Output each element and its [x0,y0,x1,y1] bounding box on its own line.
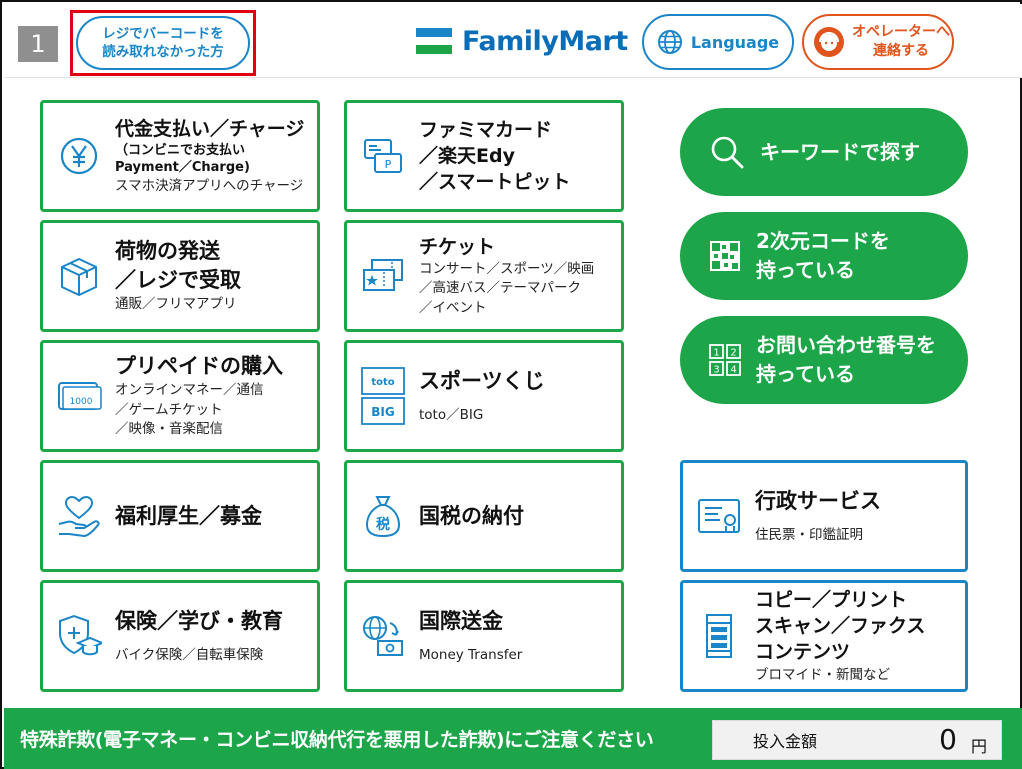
tile-ticket-note3: ／イベント [419,299,487,316]
printer-icon [706,614,732,658]
tile-sports-title: スポーツくじ [419,368,545,393]
tile-copy-line2: スキャン／ファクス [755,615,926,638]
tile-admin-service[interactable]: 行政サービス 住民票・印鑑証明 [680,460,968,572]
tile-international-remittance[interactable]: 国際送金 Money Transfer [344,580,624,692]
svg-text:1000: 1000 [70,397,93,407]
tile-parcel[interactable]: 荷物の発送 ／レジで受取 通販／フリマアプリ [40,220,320,332]
footer-bar: 特殊詐欺(電子マネー・コンビニ収納代行を悪用した詐欺)にご注意ください 投入金額… [4,708,1022,769]
tile-copy-print[interactable]: コピー／プリント スキャン／ファクス コンテンツ ブロマイド・新聞など [680,580,968,692]
tile-welfare-donation[interactable]: 福利厚生／募金 [40,460,320,572]
inserted-amount-box: 投入金額 0 円 [712,720,1002,760]
box-icon [61,257,97,297]
qr-code-icon [710,241,740,271]
number-keys-icon: 1 2 3 4 [709,344,741,376]
tile-ticket[interactable]: チケット コンサート／スポーツ／映画 ／高速バス／テーマパーク ／イベント [344,220,624,332]
logo-text: FamilyMart [462,25,628,57]
shield-graduation-icon [59,614,102,656]
tile-welfare-title: 福利厚生／募金 [115,503,262,528]
header: 1 レジでバーコードを 読み取れなかった方 FamilyMart Languag… [4,4,1022,78]
logo-stripes-icon [416,28,452,55]
tile-famima-line1: ファミマカード [419,118,553,141]
qr-code-line2: 持っている [756,258,855,282]
tax-icon-text: 税 [376,516,390,533]
tile-parcel-line1: 荷物の発送 [115,239,220,264]
keyword-search-label: キーワードで探す [760,139,920,164]
tile-ticket-note2: ／高速バス／テーマパーク [419,280,581,297]
language-button[interactable]: Language [642,14,794,70]
tile-remit-note: Money Transfer [419,646,523,663]
inquiry-line1: お問い合わせ番号を [756,333,936,357]
globe-icon [657,30,682,54]
tile-insurance-education[interactable]: 保険／学び・教育 バイク保険／自転車保険 [40,580,320,692]
language-label: Language [690,32,780,52]
tile-ticket-title: チケット [419,235,496,258]
tile-admin-note: 住民票・印鑑証明 [755,526,863,543]
operator-headset-icon [814,27,844,57]
tile-national-tax[interactable]: 税 国税の納付 [344,460,624,572]
svg-text:3: 3 [713,365,719,376]
svg-text:1: 1 [713,348,719,359]
barcode-help-line2: 読み取れなかった方 [102,44,224,60]
search-icon [711,136,744,169]
ticket-icon [363,259,403,291]
tile-payment-sub2: Payment／Charge) [115,160,250,176]
operator-button[interactable]: オペレーターへ 連絡する [802,14,954,70]
card-icon: P [364,139,402,173]
tile-prepaid[interactable]: 1000 プリペイドの購入 オンラインマネー／通信 ／ゲームチケット ／映像・音… [40,340,320,452]
tile-payment-charge[interactable]: 代金支払い／チャージ （コンビニでお支払い Payment／Charge) スマ… [40,100,320,212]
yen-coin-icon [60,137,98,175]
keyword-search-button[interactable]: キーワードで探す [680,108,968,196]
svg-text:4: 4 [730,365,736,376]
tile-prepaid-note1: オンラインマネー／通信 [115,382,264,399]
barcode-help-button[interactable]: レジでバーコードを 読み取れなかった方 [76,16,250,70]
tile-tax-title: 国税の納付 [419,503,524,528]
tile-payment-title: 代金支払い／チャージ [115,117,305,140]
tile-ticket-note1: コンサート／スポーツ／映画 [419,260,595,277]
tile-payment-note: スマホ決済アプリへのチャージ [115,177,304,194]
tile-sports-lottery[interactable]: toto BIG スポーツくじ toto／BIG [344,340,624,452]
tile-admin-title: 行政サービス [755,488,881,513]
tax-bag-icon: 税 [365,496,401,538]
operator-line1: オペレーターへ [852,24,950,41]
barcode-help-highlight: レジでバーコードを 読み取れなかった方 [70,10,256,76]
heart-hand-icon [58,495,100,537]
sports-icon-text-top: toto [371,377,394,388]
inquiry-number-button[interactable]: 1 2 3 4 お問い合わせ番号を 持っている [680,316,968,404]
tile-copy-note: ブロマイド・新聞など [755,666,890,683]
currency-unit: 円 [970,737,987,756]
tile-insurance-title: 保険／学び・教育 [115,608,283,633]
document-icon [698,499,740,533]
tile-copy-line1: コピー／プリント [755,588,908,611]
tile-sports-note: toto／BIG [419,406,484,423]
qr-code-line1: 2次元コードを [756,229,890,253]
familymart-logo: FamilyMart [416,25,628,57]
inserted-amount-label: 投入金額 [753,732,818,751]
tile-prepaid-title: プリペイドの購入 [115,354,283,379]
svg-text:2: 2 [730,348,736,359]
tile-remit-title: 国際送金 [419,608,503,633]
tile-famima-line2: ／楽天Edy [419,144,515,167]
tile-parcel-note: 通販／フリマアプリ [115,296,237,313]
tile-payment-sub1: （コンビニでお支払い [115,142,246,158]
operator-line2: 連絡する [873,43,929,59]
tile-copy-line3: コンテンツ [755,641,851,664]
inserted-amount-value: 0 [939,723,957,756]
tile-prepaid-note3: ／映像・音楽配信 [115,421,223,438]
svg-text:P: P [385,158,392,171]
tile-famima-line3: ／スマートピット [419,171,571,194]
inquiry-line2: 持っている [756,362,855,386]
tile-famima-card[interactable]: P ファミマカード ／楽天Edy ／スマートピット [344,100,624,212]
tile-insurance-note: バイク保険／自転車保険 [115,646,264,663]
globe-money-icon [363,616,403,656]
qr-code-button[interactable]: 2次元コードを 持っている [680,212,968,300]
tile-prepaid-note2: ／ゲームチケット [115,401,223,418]
step-indicator: 1 [18,26,58,62]
prepaid-card-icon: 1000 [58,382,102,410]
barcode-help-line1: レジでバーコードを [102,25,224,42]
fraud-warning: 特殊詐欺(電子マネー・コンビニ収納代行を悪用した詐欺)にご注意ください [20,729,654,751]
tile-parcel-line2: ／レジで受取 [115,268,241,293]
sports-lottery-icon: toto BIG [361,367,405,425]
sports-icon-text-bottom: BIG [371,405,394,419]
